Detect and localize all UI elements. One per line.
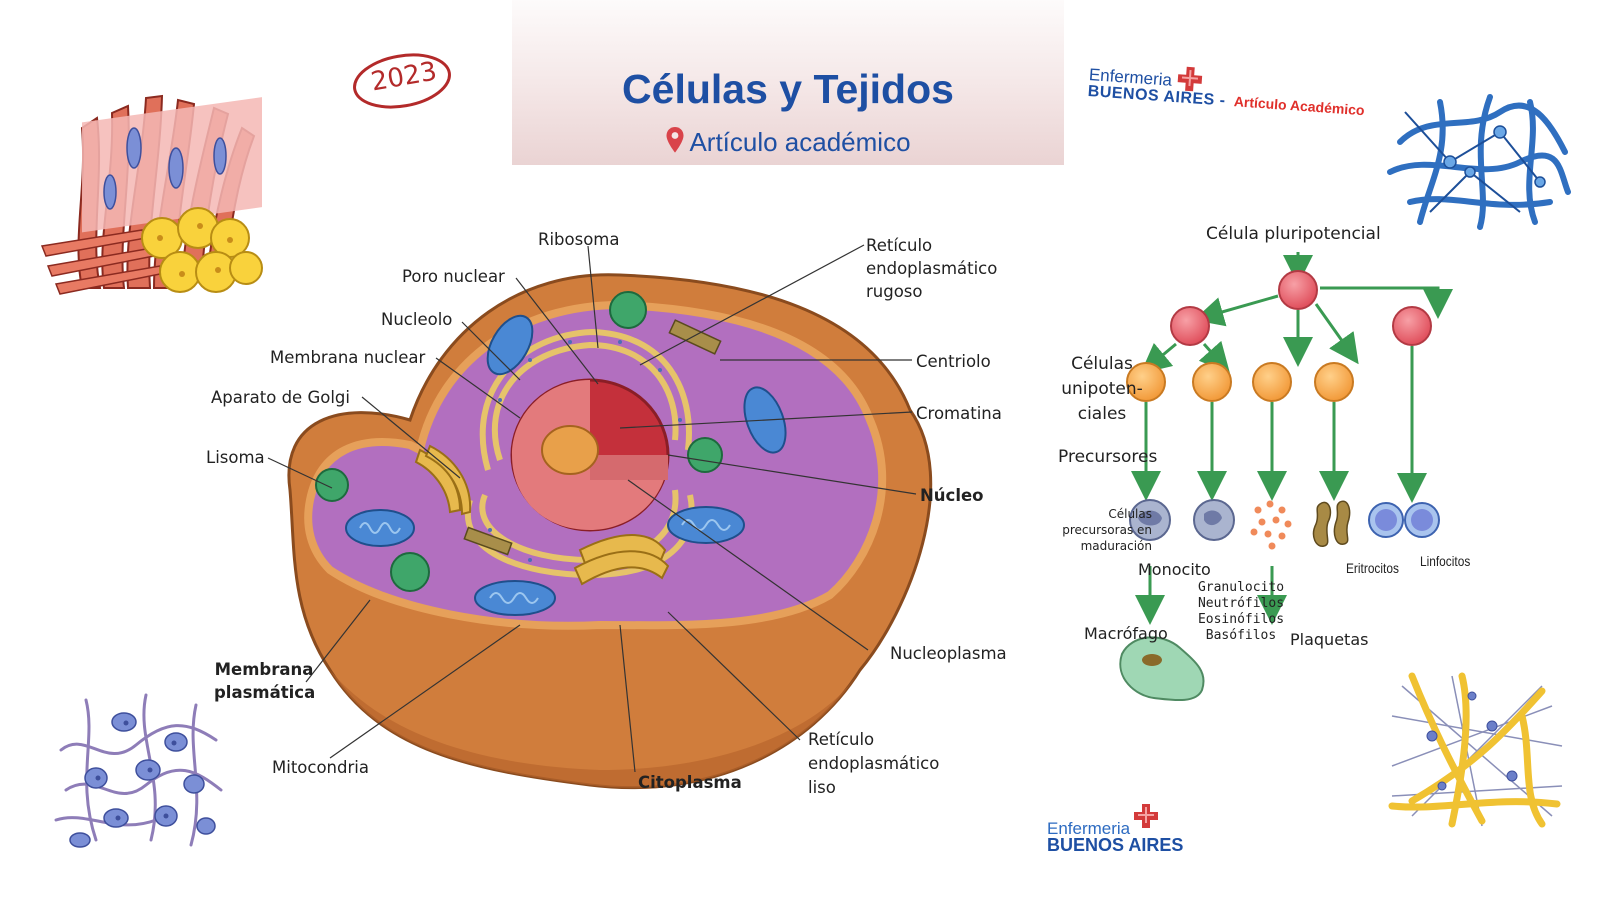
label-reticulo-liso-line1: Retículo: [808, 730, 875, 749]
brand-logo-bottom: Enfermeria BUENOS AIRES: [1047, 804, 1183, 856]
label-membrana-plasmatica-line2: plasmática: [214, 683, 316, 702]
label-citoplasma: Citoplasma: [638, 773, 742, 792]
nucleolus: [541, 425, 599, 475]
label-reticulo-liso-line3: liso: [808, 778, 836, 797]
label-reticulo-liso: Retículo endoplasmático liso: [808, 728, 939, 800]
label-nucleo: Núcleo: [920, 486, 984, 505]
monocyte-precursor: [1129, 499, 1171, 541]
label-celulas-unipotenciales-line2: unipoten-: [1061, 379, 1143, 399]
label-mitocondria: Mitocondria: [272, 758, 369, 777]
label-eosinofilos: Eosinófilos: [1197, 612, 1285, 627]
label-membrana-nuclear: Membrana nuclear: [270, 348, 426, 367]
year-stamp: 2023: [350, 48, 454, 112]
header-banner: Células y Tejidos Artículo académico: [512, 0, 1064, 165]
animal-cell-illustration: [287, 273, 933, 790]
unipotent-cell-1: [1126, 362, 1166, 402]
label-basofilos: Basófilos: [1205, 628, 1277, 643]
granulocyte-precursor: [1193, 499, 1235, 541]
nerve-tissue-illustration: [54, 693, 223, 848]
stem-cell-pluripotent: [1278, 270, 1318, 310]
label-neutrofilos: Neutrófilos: [1197, 596, 1285, 611]
label-celulas-unipotenciales-line1: Células: [1071, 354, 1133, 374]
label-granulocito: Granulocito: [1197, 580, 1285, 595]
label-nucleolo: Nucleolo: [381, 310, 453, 329]
label-celulas-unipotenciales: Células unipoten- ciales: [1052, 352, 1152, 427]
label-membrana-plasmatica-line1: Membrana: [214, 660, 314, 679]
erythrocytes: [1312, 500, 1351, 547]
label-ribosoma: Ribosoma: [538, 230, 620, 249]
page-title: Células y Tejidos: [622, 66, 954, 112]
label-linfocitos: Linfocitos: [1420, 553, 1471, 569]
label-monocito: Monocito: [1138, 560, 1211, 579]
label-eritrocitos: Eritrocitos: [1346, 560, 1399, 576]
label-reticulo-liso-line2: endoplasmático: [808, 754, 940, 773]
brand-bottom-line1: Enfermeria: [1047, 819, 1131, 838]
label-nucleoplasma: Nucleoplasma: [890, 644, 1007, 663]
stem-cell-myeloid: [1170, 306, 1210, 346]
connective-tissue-illustration: [1387, 94, 1571, 230]
label-reticulo-rugoso-line1: Retículo: [866, 236, 933, 255]
unipotent-cell-4: [1314, 362, 1354, 402]
label-poro-nuclear: Poro nuclear: [402, 267, 505, 286]
label-centriolo: Centriolo: [916, 352, 991, 371]
label-maduracion-line1: Células: [1108, 507, 1152, 521]
label-maduracion-line3: maduración: [1080, 539, 1152, 553]
subtitle-text: Artículo académico: [689, 127, 911, 157]
label-precursores: Precursores: [1058, 447, 1158, 467]
label-celulas-maduracion: Células precursoras en maduración: [1052, 506, 1152, 554]
label-reticulo-rugoso: Retículo endoplasmático rugoso: [866, 234, 997, 303]
label-maduracion-line2: precursoras en: [1062, 523, 1152, 537]
unipotent-cell-2: [1192, 362, 1232, 402]
platelets: [1250, 500, 1292, 550]
hematopoiesis-diagram: [1119, 252, 1453, 702]
macrophage: [1119, 636, 1205, 702]
label-reticulo-rugoso-line2: endoplasmático: [866, 259, 998, 278]
page-subtitle: Artículo académico: [512, 126, 1064, 161]
label-membrana-plasmatica: Membrana plasmática: [214, 658, 316, 704]
unipotent-cell-3: [1252, 362, 1292, 402]
label-celulas-unipotenciales-line3: ciales: [1077, 404, 1127, 424]
lymphocytes: [1368, 502, 1440, 538]
label-cromatina: Cromatina: [916, 404, 1002, 423]
brand-logo-top: Enfermeria BUENOS AIRES - Artículo Acadé…: [1087, 60, 1367, 120]
muscle-tissue-illustration: [40, 94, 263, 295]
label-celula-pluripotencial: Célula pluripotencial: [1206, 224, 1381, 244]
label-aparato-golgi: Aparato de Golgi: [211, 388, 350, 407]
stem-cell-lymphoid: [1392, 306, 1432, 346]
label-granulocitos: Granulocito Neutrófilos Eosinófilos Basó…: [1186, 580, 1296, 644]
medical-cross-icon: [1133, 804, 1159, 828]
label-lisoma: Lisoma: [206, 448, 265, 467]
label-reticulo-rugoso-line3: rugoso: [866, 282, 923, 301]
location-pin-icon: [665, 126, 685, 161]
medical-cross-icon: [1176, 66, 1204, 92]
cell-leader-lines: [267, 244, 917, 773]
label-plaquetas: Plaquetas: [1290, 630, 1369, 649]
brand-bottom-line2: BUENOS AIRES: [1047, 835, 1184, 855]
fibrous-tissue-illustration: [1388, 672, 1563, 828]
label-macrofago: Macrófago: [1084, 624, 1168, 643]
